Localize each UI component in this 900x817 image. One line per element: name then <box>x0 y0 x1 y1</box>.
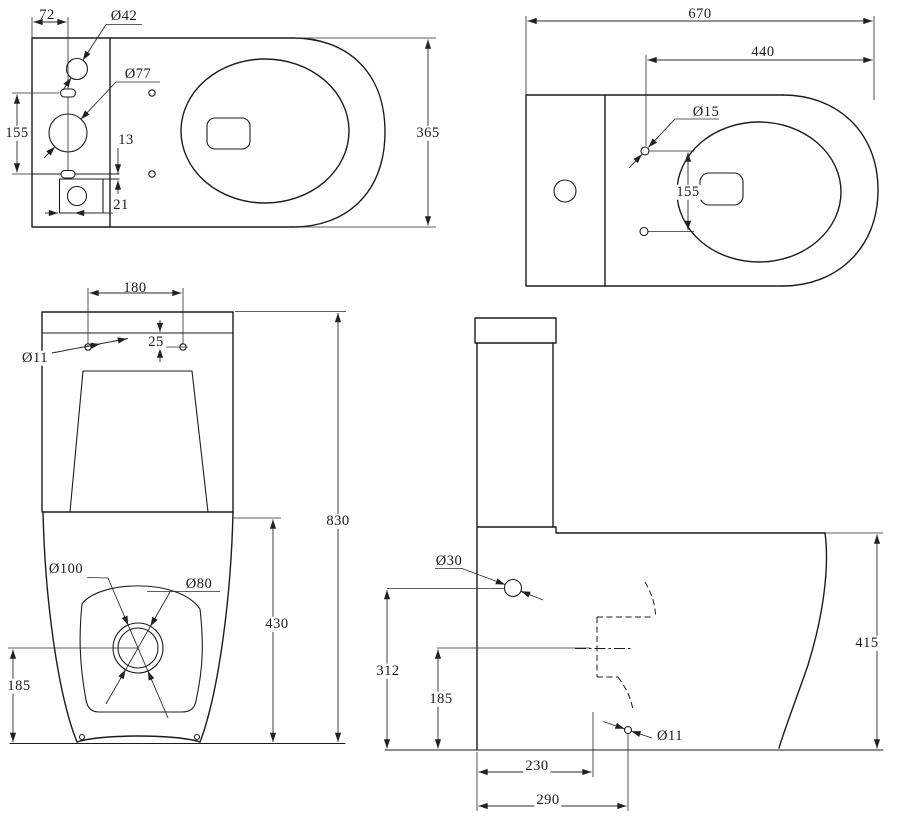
dim-label-dia-80: Ø80 <box>185 575 213 592</box>
dim-label-dia-11-front: Ø11 <box>20 349 50 366</box>
dim-label-dia-30: Ø30 <box>435 552 463 569</box>
dim-label-dia-11-side: Ø11 <box>655 727 685 744</box>
dim-label-dia-15: Ø15 <box>692 103 720 120</box>
dim-label-offset-21: 21 <box>111 196 131 213</box>
dim-label-depth-365: 365 <box>414 124 442 141</box>
dim-label-height-430: 430 <box>263 615 291 632</box>
dim-label-dia-100: Ø100 <box>48 560 84 577</box>
view-plan-right <box>525 16 879 287</box>
dim-label-dist-290: 290 <box>534 791 562 808</box>
dim-label-offset-25: 25 <box>146 333 166 350</box>
dim-label-height-185-side: 185 <box>427 690 455 707</box>
dim-label-height-312: 312 <box>374 662 402 679</box>
view-plan-left <box>12 17 436 228</box>
dim-label-depth-440: 440 <box>751 43 775 60</box>
dim-label-height-185-front: 185 <box>5 677 33 694</box>
dim-label-dist-230: 230 <box>523 757 551 774</box>
dim-label-dia-77: Ø77 <box>124 65 152 82</box>
dim-label-width-670: 670 <box>688 5 712 22</box>
dim-label-width-72: 72 <box>39 6 55 23</box>
dim-label-dia-42: Ø42 <box>110 7 138 24</box>
dim-label-spacing-155-left: 155 <box>3 124 31 141</box>
view-front <box>8 288 346 745</box>
dim-label-gap-13: 13 <box>116 131 136 148</box>
dim-label-spacing-180: 180 <box>123 279 147 296</box>
dim-label-height-830: 830 <box>324 512 352 529</box>
dim-label-height-415: 415 <box>853 634 881 651</box>
dim-label-spacing-155-right: 155 <box>674 183 702 200</box>
